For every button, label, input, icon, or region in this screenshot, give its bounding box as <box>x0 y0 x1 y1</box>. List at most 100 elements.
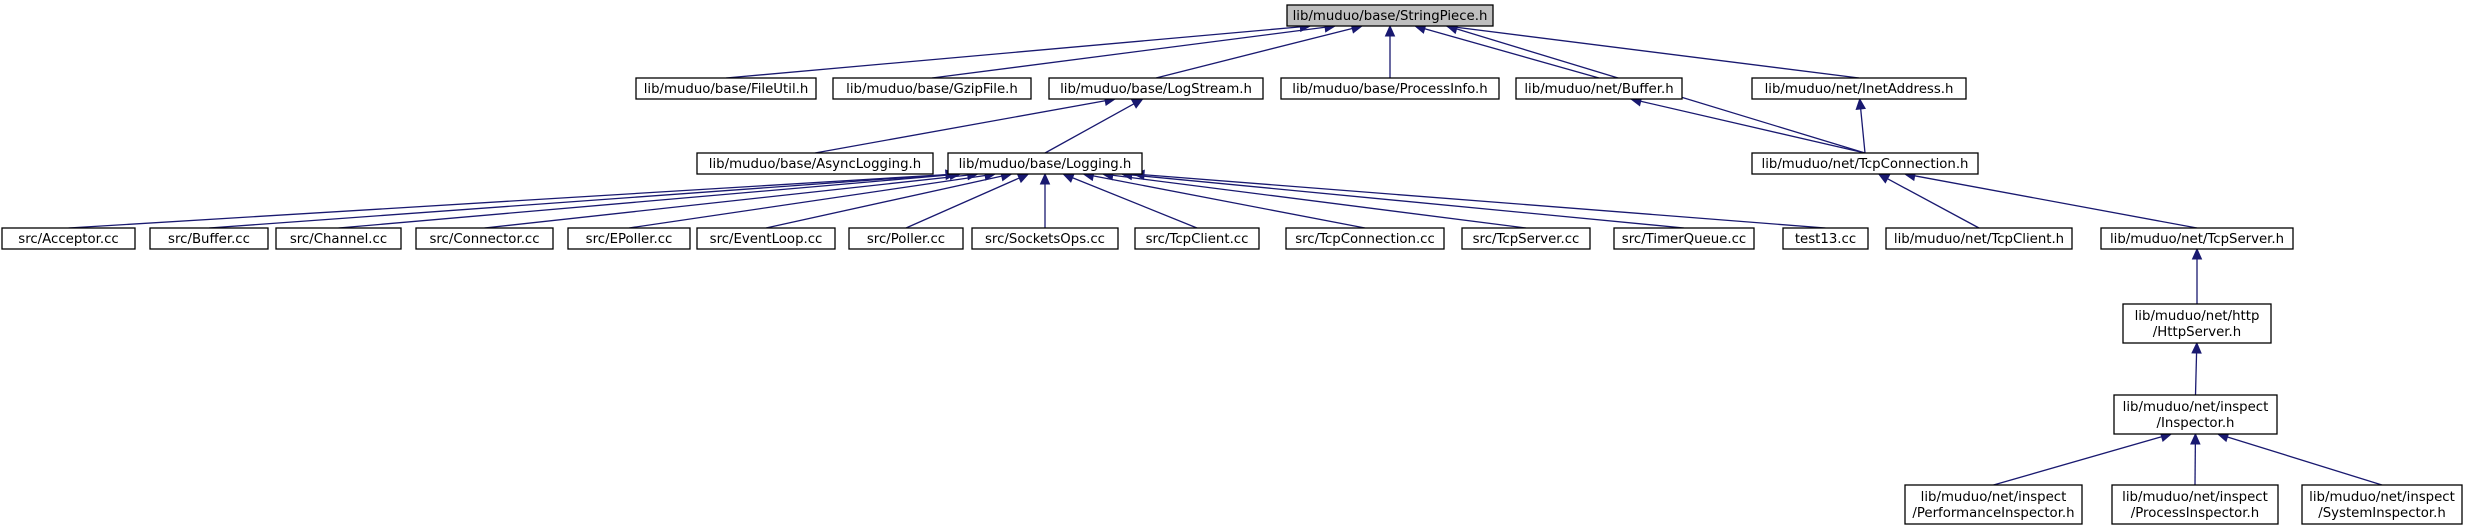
node-label: lib/muduo/net/inspect <box>2122 490 2268 505</box>
node-label: lib/muduo/net/inspect <box>2123 400 2269 415</box>
node-label: src/SocketsOps.cc <box>985 232 1105 247</box>
node-connector[interactable]: src/Connector.cc <box>415 227 554 250</box>
arrowhead-icon <box>2191 341 2202 354</box>
node-tcpserver_cc[interactable]: src/TcpServer.cc <box>1461 227 1591 250</box>
node-tcpserver_h[interactable]: lib/muduo/net/TcpServer.h <box>2100 227 2294 250</box>
node-timerqueue[interactable]: src/TimerQueue.cc <box>1613 227 1755 250</box>
edge-tcpclient_cc-to-logging <box>1062 173 1198 229</box>
node-acceptor[interactable]: src/Acceptor.cc <box>1 227 136 250</box>
node-box <box>696 152 934 175</box>
node-box <box>1782 227 1869 250</box>
arrowhead-icon <box>2190 432 2201 445</box>
node-box <box>1 227 136 250</box>
node-box <box>567 227 691 250</box>
node-box <box>2301 484 2463 525</box>
edge-tcpconnection_h-to-buffer_h <box>1629 96 1866 154</box>
node-epoller[interactable]: src/EPoller.cc <box>567 227 691 250</box>
edge-processinfo-to-stringpiece <box>1384 24 1396 78</box>
node-label: src/Channel.cc <box>290 232 387 247</box>
node-label: lib/muduo/base/ProcessInfo.h <box>1292 82 1487 97</box>
edge-line <box>2194 352 2198 396</box>
node-box <box>2100 227 2294 250</box>
node-tcpclient_cc[interactable]: src/TcpClient.cc <box>1134 227 1260 250</box>
node-box <box>1751 77 1967 100</box>
node-asynclogging[interactable]: lib/muduo/base/AsyncLogging.h <box>696 152 934 175</box>
node-procinspector[interactable]: lib/muduo/net/inspect/ProcessInspector.h <box>2111 484 2279 525</box>
edge-epoller-to-logging <box>628 170 997 229</box>
node-box <box>1285 227 1445 250</box>
node-label: src/Connector.cc <box>429 232 539 247</box>
node-label: /Inspector.h <box>2157 416 2235 431</box>
arrowhead-icon <box>1877 173 1891 184</box>
arrowhead-icon <box>1039 172 1051 185</box>
edge-socketsops-to-logging <box>1039 172 1051 228</box>
edge-line <box>628 174 986 229</box>
node-label: src/Poller.cc <box>867 232 945 247</box>
node-tcpclient_h[interactable]: lib/muduo/net/TcpClient.h <box>1885 227 2073 250</box>
arrowhead-icon <box>1016 173 1030 184</box>
edge-buffer_h-to-stringpiece <box>1413 23 1600 79</box>
node-eventloop[interactable]: src/EventLoop.cc <box>696 227 836 250</box>
arrowhead-icon <box>1062 173 1075 183</box>
node-label: src/EPoller.cc <box>586 232 673 247</box>
node-logging[interactable]: lib/muduo/base/Logging.h <box>947 152 1143 175</box>
node-box <box>635 77 817 100</box>
node-httpserver[interactable]: lib/muduo/net/http/HttpServer.h <box>2122 303 2272 344</box>
node-box <box>415 227 554 250</box>
node-stringpiece[interactable]: lib/muduo/base/StringPiece.h <box>1286 4 1494 27</box>
node-box <box>1751 152 1979 175</box>
node-label: src/TcpServer.cc <box>1473 232 1580 247</box>
node-perfinspector[interactable]: lib/muduo/net/inspect/PerformanceInspect… <box>1904 484 2083 525</box>
node-channel[interactable]: src/Channel.cc <box>275 227 402 250</box>
node-label: lib/muduo/net/inspect <box>2309 490 2455 505</box>
node-logstream[interactable]: lib/muduo/base/LogStream.h <box>1048 77 1264 100</box>
arrowhead-icon <box>1384 24 1396 37</box>
edge-logstream-to-stringpiece <box>1155 23 1364 79</box>
edge-tcpconnection_h-to-inetaddress <box>1855 97 1866 154</box>
node-fileutil[interactable]: lib/muduo/base/FileUtil.h <box>635 77 817 100</box>
node-inspector[interactable]: lib/muduo/net/inspect/Inspector.h <box>2113 394 2278 435</box>
node-poller[interactable]: src/Poller.cc <box>848 227 964 250</box>
node-processinfo[interactable]: lib/muduo/base/ProcessInfo.h <box>1280 77 1500 100</box>
node-gzipfile[interactable]: lib/muduo/base/GzipFile.h <box>832 77 1032 100</box>
node-box <box>947 152 1143 175</box>
node-box <box>1048 77 1264 100</box>
edge-line <box>1143 174 1826 229</box>
node-label: src/TimerQueue.cc <box>1622 232 1746 247</box>
edge-line <box>1131 174 1685 229</box>
node-inetaddress[interactable]: lib/muduo/net/InetAddress.h <box>1751 77 1967 100</box>
edge-line <box>208 174 947 229</box>
edge-line <box>68 173 947 229</box>
node-label: lib/muduo/net/TcpClient.h <box>1894 232 2064 247</box>
edge-perfinspector-to-inspector <box>1993 431 2173 486</box>
edge-line <box>1887 178 1980 229</box>
node-tcpconnection_h[interactable]: lib/muduo/net/TcpConnection.h <box>1751 152 1979 175</box>
node-box <box>848 227 964 250</box>
edge-asynclogging-to-logstream <box>814 95 1117 154</box>
edge-line <box>1155 27 1353 79</box>
edge-line <box>1093 175 1366 229</box>
edge-inetaddress-to-stringpiece <box>1445 22 1860 79</box>
node-label: lib/muduo/base/AsyncLogging.h <box>709 157 921 172</box>
node-label: /HttpServer.h <box>2153 325 2241 340</box>
node-sysinspector[interactable]: lib/muduo/net/inspect/SystemInspector.h <box>2301 484 2463 525</box>
arrowhead-icon <box>1130 98 1144 109</box>
node-label: lib/muduo/net/http <box>2135 309 2260 324</box>
edge-line <box>338 174 951 229</box>
edge-line <box>905 177 1020 229</box>
node-tcpconnection_cc[interactable]: src/TcpConnection.cc <box>1285 227 1445 250</box>
node-box <box>1885 227 2073 250</box>
node-label: src/EventLoop.cc <box>710 232 823 247</box>
edge-logging-to-logstream <box>1044 98 1144 154</box>
node-test13[interactable]: test13.cc <box>1782 227 1869 250</box>
node-buffer_h[interactable]: lib/muduo/net/Buffer.h <box>1515 77 1683 100</box>
edge-httpserver-to-tcpserver_h <box>2191 247 2203 304</box>
node-label: lib/muduo/net/inspect <box>1921 490 2067 505</box>
node-label: /SystemInspector.h <box>2318 506 2446 521</box>
node-socketsops[interactable]: src/SocketsOps.cc <box>971 227 1119 250</box>
node-box <box>2122 303 2272 344</box>
arrowhead-icon <box>1855 97 1866 110</box>
edge-line <box>1424 28 1600 79</box>
edge-line <box>1993 436 2162 486</box>
node-buffer_cc[interactable]: src/Buffer.cc <box>149 227 269 250</box>
